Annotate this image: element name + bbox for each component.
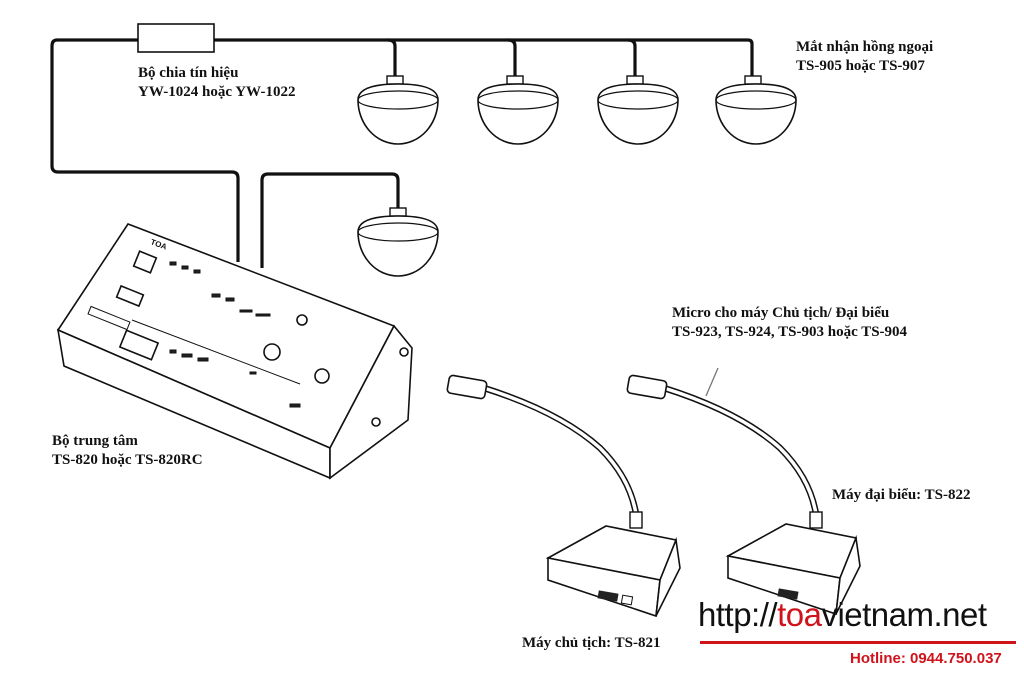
chair-mic-cable (705, 367, 719, 397)
delegate-label: Máy đại biểu: TS-822 (832, 487, 971, 503)
microphone-label-line1: Micro cho máy Chủ tịch/ Đại biểu (672, 305, 890, 321)
front-panel-display (118, 329, 160, 361)
receiver-label-line2: TS-905 hoặc TS-907 (796, 58, 925, 74)
chairman-gooseneck (483, 384, 640, 515)
ir-receiver (357, 207, 439, 277)
url-brand-accent: toa (777, 596, 822, 633)
chairman-mic-head (446, 374, 488, 400)
receiver-label-line1: Mắt nhận hồng ngoại (796, 39, 934, 55)
main-bus-cable (57, 38, 754, 78)
url-brand-rest: vietnam.net (821, 596, 987, 633)
cable-network (50, 38, 754, 397)
microphone-label: Micro cho máy Chủ tịch/ Đại biểu TS-923,… (672, 304, 907, 342)
chairman-button (597, 590, 619, 602)
ir-receiver (357, 75, 439, 145)
url-prefix: http (698, 596, 752, 633)
receiver-drop-2 (507, 38, 517, 80)
signal-splitter (137, 23, 215, 53)
receiver-label: Mắt nhận hồng ngoại TS-905 hoặc TS-907 (796, 38, 933, 76)
splitter-label: Bộ chia tín hiệu YW-1024 hoặc YW-1022 (138, 64, 296, 102)
central-unit-label-line1: Bộ trung tâm (52, 433, 138, 449)
central-unit-label-line2: TS-820 hoặc TS-820RC (52, 452, 203, 468)
microphone-label-line2: TS-923, TS-924, TS-903 hoặc TS-904 (672, 324, 908, 340)
central-unit (56, 223, 413, 480)
delegate-gooseneck (663, 384, 820, 515)
delegate-button (777, 588, 799, 600)
splitter-label-line1: Bộ chia tín hiệu (138, 65, 239, 81)
ir-receiver (597, 75, 679, 145)
receiver-5-cable (260, 172, 400, 268)
watermark-divider (700, 641, 1016, 644)
bus-left-drop (50, 38, 240, 262)
central-unit-side (329, 324, 413, 480)
website-watermark: http://toavietnam.net (698, 596, 987, 634)
delegate-unit (626, 374, 861, 616)
delegate-mic-head (626, 374, 668, 400)
display-window (115, 284, 145, 308)
receiver-drop-3 (627, 38, 637, 80)
ir-receiver (715, 75, 797, 145)
tone-knob (314, 368, 330, 384)
ir-receiver (477, 75, 559, 145)
splitter-label-line2: YW-1024 hoặc YW-1022 (138, 84, 296, 100)
central-unit-label: Bộ trung tâm TS-820 hoặc TS-820RC (52, 432, 203, 470)
url-separator: :// (751, 596, 778, 633)
chairman-unit (446, 374, 681, 618)
hotline-text: Hotline: 0944.750.037 (850, 650, 1002, 667)
volume-knob (263, 343, 281, 361)
power-switch (132, 250, 158, 274)
receiver-drop-1 (387, 38, 397, 80)
chairman-label: Máy chủ tịch: TS-821 (522, 635, 661, 651)
